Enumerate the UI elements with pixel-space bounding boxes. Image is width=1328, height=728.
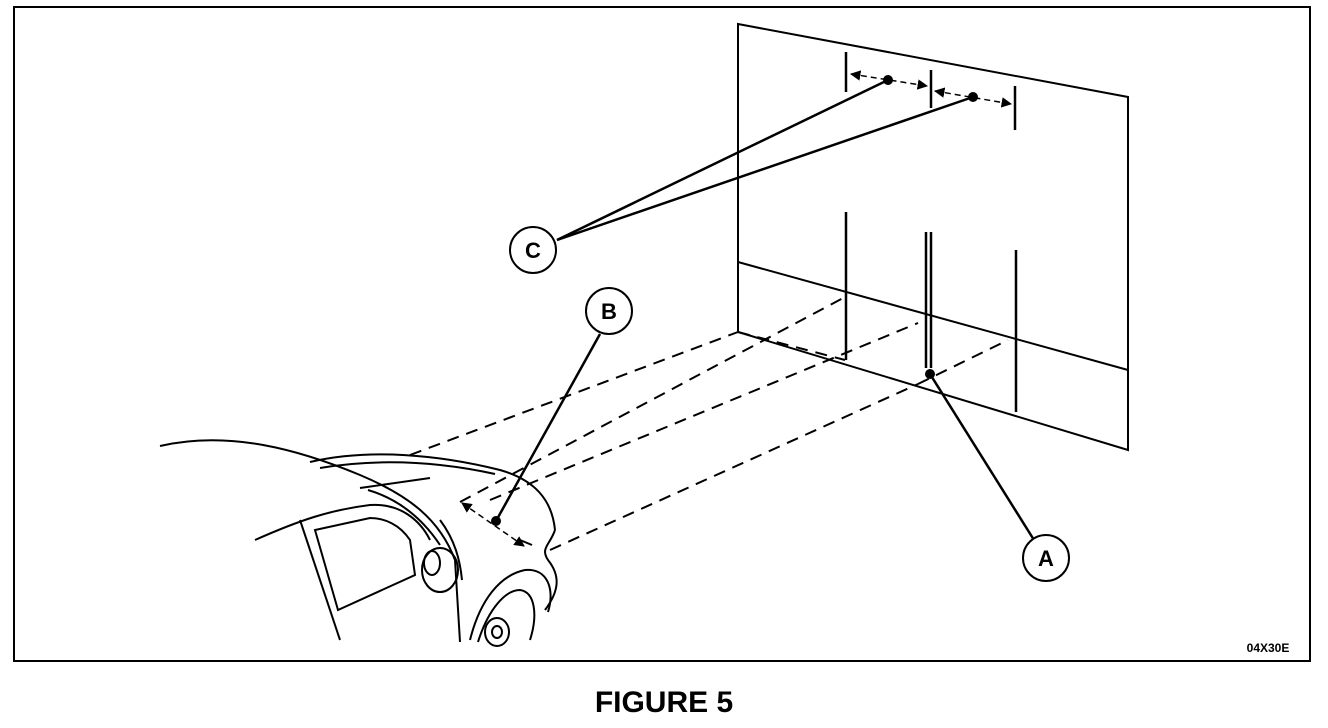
distance-arrows <box>461 70 1013 547</box>
vehicle <box>159 439 558 647</box>
callout-a: A <box>1022 534 1070 582</box>
figure-caption: FIGURE 5 <box>594 686 734 719</box>
callout-a-label: A <box>1038 546 1054 571</box>
leader-lines <box>494 78 1036 541</box>
reference-code: 04X30E <box>1247 641 1290 655</box>
callout-b-label: B <box>601 299 617 324</box>
projection-lines <box>409 296 1009 551</box>
callout-b: B <box>585 287 633 335</box>
screen-vertical-lines <box>844 52 1018 412</box>
aiming-screen <box>737 22 1129 452</box>
callout-c-label: C <box>525 238 541 263</box>
callout-c: C <box>509 226 557 274</box>
figure-frame <box>13 6 1311 662</box>
leader-dots <box>491 75 978 526</box>
